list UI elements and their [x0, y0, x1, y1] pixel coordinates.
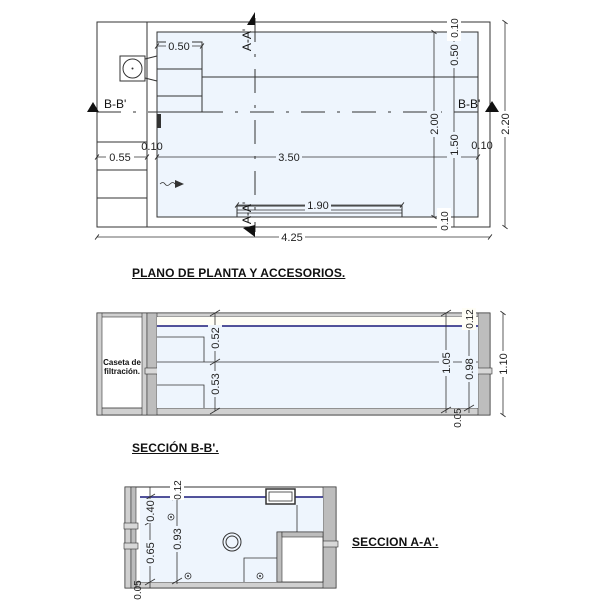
dim-water-depth: 0.98 [464, 358, 476, 379]
section-arrow-bb-right [485, 101, 499, 112]
dim-pool-width-inner: 2.00 [429, 113, 441, 134]
section-aa-title: SECCION A-A'. [352, 535, 439, 549]
dim-pool-depth: 1.05 [441, 352, 453, 373]
dim-total-width: 2.20 [500, 113, 512, 134]
dim-floor: 0.05 [453, 408, 464, 428]
dim-total-height: 1.10 [498, 353, 510, 374]
section-aa-view: 0.40 0.65 0.05 0.12 0.93 [123, 480, 339, 600]
marker-bb-left: B-B' [104, 97, 126, 111]
section-arrow-bb-left [87, 102, 99, 112]
return-inlet-icon [159, 182, 176, 186]
dim-total-length: 4.25 [281, 232, 302, 244]
dim-aa-water-depth: 0.93 [172, 528, 184, 549]
section-bb-title: SECCIÓN B-B'. [132, 441, 219, 455]
dim-aa-lower: 0.65 [145, 542, 157, 563]
dim-wall-left: 0.10 [141, 141, 162, 153]
section-arrow-aa-bottom [243, 225, 255, 237]
section-arrow-aa-top [247, 12, 255, 25]
skimmer-box-section [265, 488, 296, 505]
skimmer-box [119, 55, 146, 82]
pool-basin [156, 31, 479, 218]
marker-aa-top: A-A' [240, 29, 254, 51]
dim-step-depth: 0.50 [449, 44, 461, 65]
marker-bb-right: B-B' [458, 97, 480, 111]
caseta-label-line2: filtración. [104, 367, 140, 376]
dim-freeboard: 0.12 [465, 309, 476, 329]
dim-aa-freeboard: 0.12 [173, 480, 184, 500]
light-fixture-icon [157, 114, 161, 128]
skimmer-icon [122, 58, 143, 79]
caseta-label-line1: Caseta de [103, 358, 141, 367]
dim-upper-step: 0.52 [210, 327, 222, 348]
plan-title: PLANO DE PLANTA Y ACCESORIOS. [132, 266, 346, 280]
dim-casing-width: 0.55 [109, 152, 130, 164]
dim-step-width: 0.50 [168, 41, 189, 53]
dim-bench-length: 1.90 [307, 200, 328, 212]
return-jet-icon [167, 513, 175, 521]
marker-aa-bottom: A-A' [240, 202, 254, 224]
dim-bottom-wall: 0.10 [440, 211, 451, 231]
dim-top-wall: 0.10 [450, 18, 461, 38]
dim-pool-length: 3.50 [278, 152, 299, 164]
dim-lower-step: 0.53 [210, 373, 222, 394]
dim-pool-width-mid: 1.50 [449, 134, 461, 155]
dim-aa-floor: 0.05 [133, 580, 144, 600]
main-drain-icon [222, 532, 242, 552]
dim-aa-upper: 0.40 [145, 500, 157, 521]
dim-right-wall: 0.10 [471, 140, 492, 152]
plan-view: 3.50 0.55 0.10 0.50 1.90 4.25 2.00 0.10 … [87, 12, 512, 244]
section-bb-view: Caseta de filtración. 0.52 0.53 1.05 0.1… [96, 308, 510, 428]
